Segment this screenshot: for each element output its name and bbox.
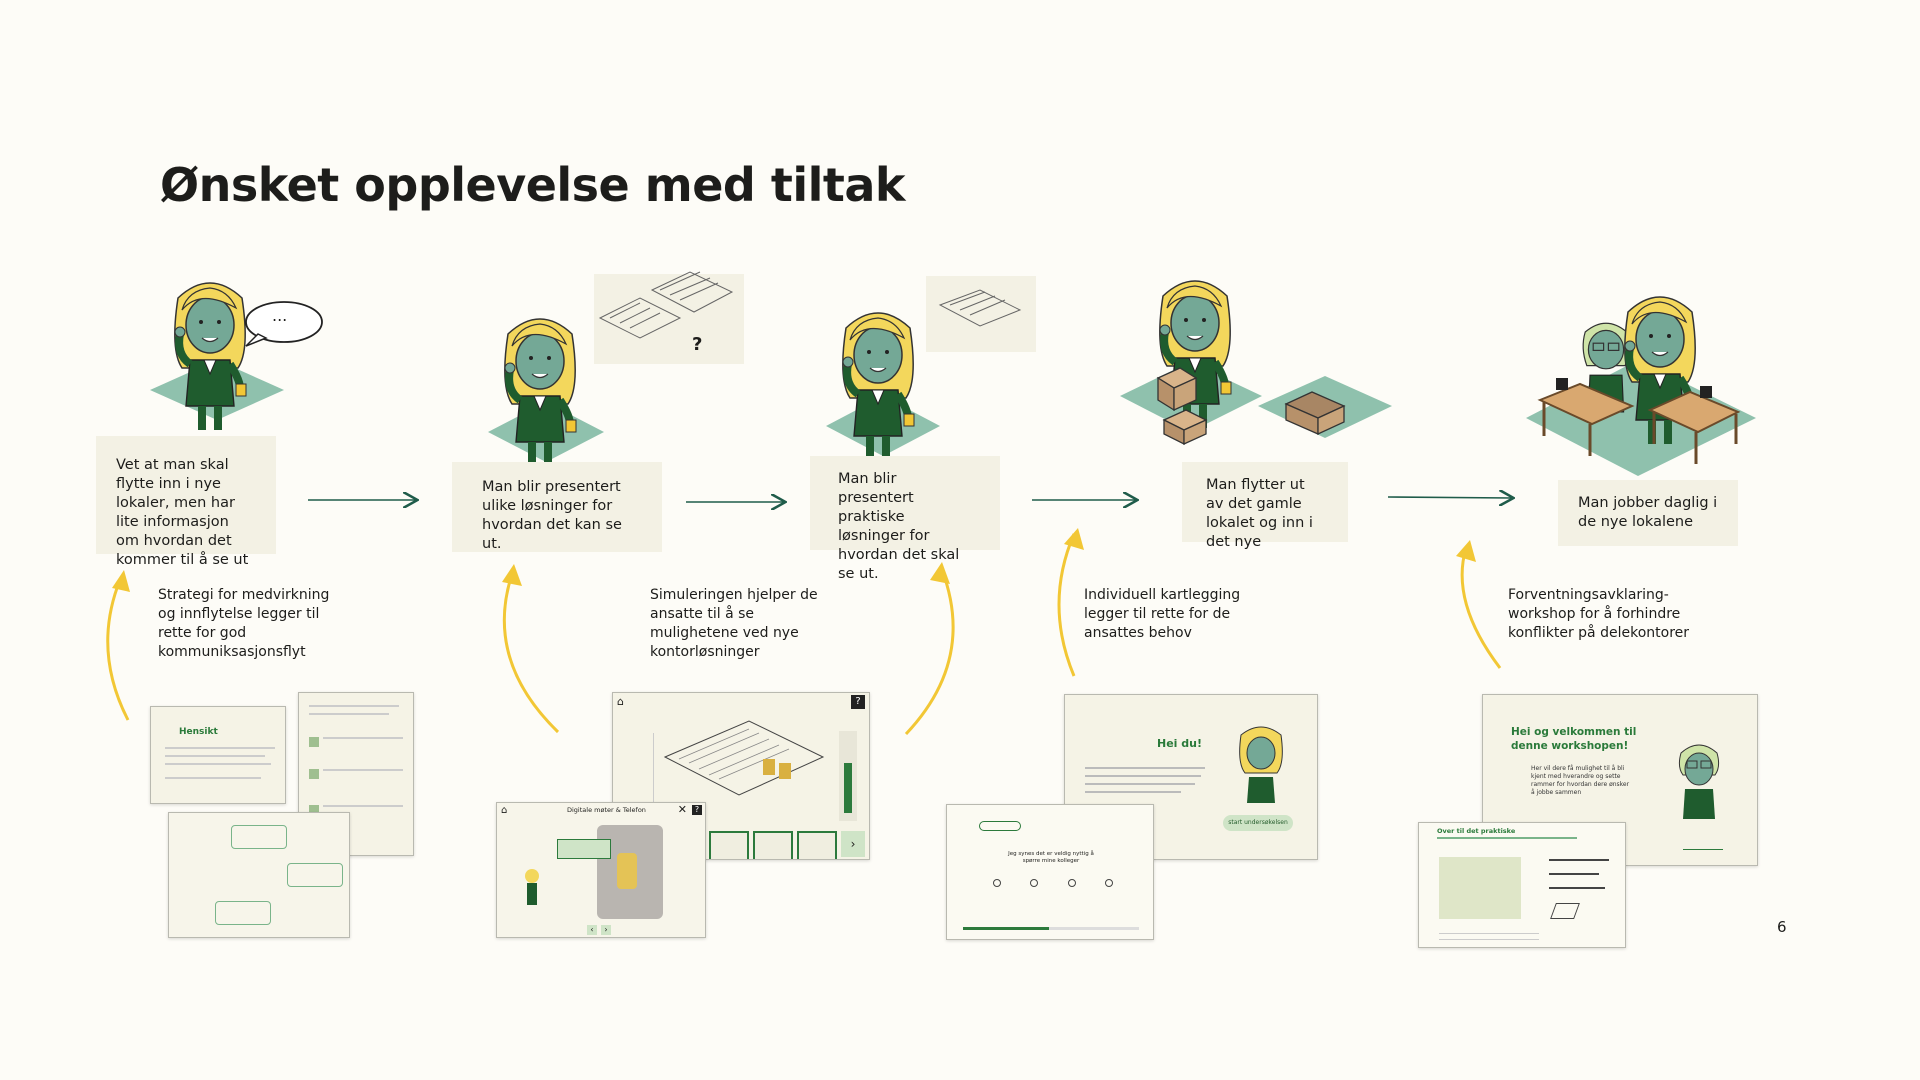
close-icon[interactable]: ✕ [677, 803, 687, 816]
survey-screen-1: Hei du! start undersøkelsen [1064, 694, 1318, 860]
stage-1-text: Vet at man skal flytte inn i nye lokaler… [116, 457, 249, 568]
workshop-screen-2: Over til det praktiske [1418, 822, 1626, 948]
workshop-title: Hei og velkommen til denne workshopen! [1511, 726, 1637, 752]
stage-5-text: Man jobber daglig i de nye lokalene [1578, 495, 1718, 530]
stage-5-box: Man jobber daglig i de nye lokalene [1558, 480, 1738, 546]
strategy-logo: Hensikt [179, 727, 218, 737]
stage-2-text: Man blir presentert ulike løsninger for … [482, 479, 622, 552]
survey-screen-2: Jeg synes det er veldig nyttig å spørre … [946, 804, 1154, 940]
page-title: Ønsket opplevelse med tiltak [160, 158, 905, 212]
measure-2-note: Simuleringen hjelper de ansatte til å se… [650, 587, 818, 660]
stage-4-box: Man flytter ut av det gamle lokalet og i… [1182, 462, 1348, 550]
help-icon[interactable]: ? [692, 805, 702, 815]
survey-greeting: Hei du! [1157, 737, 1202, 750]
simulation-screen-1: ⌂ ? › [612, 692, 870, 860]
strategy-doc-page-1: Hensikt [150, 706, 286, 804]
home-icon[interactable]: ⌂ [617, 695, 624, 708]
simulation-screen-2: ⌂ Digitale møter & Telefon ✕ ? ‹ › [496, 802, 706, 938]
stage-3-text: Man blir presentert praktiske løsninger … [838, 471, 960, 582]
stage-2-box: Man blir presentert ulike løsninger for … [452, 462, 662, 552]
survey-start-button[interactable]: start undersøkelsen [1223, 815, 1293, 831]
home-icon[interactable]: ⌂ [501, 805, 508, 816]
speech-bubble-text: ... [272, 306, 288, 325]
workshop-practical: Over til det praktiske [1437, 827, 1516, 835]
page-number: 6 [1777, 918, 1787, 936]
stage-3-box: Man blir presentert praktiske løsninger … [810, 456, 1000, 582]
floorplan-sketch [663, 720, 825, 796]
survey-question: Jeg synes det er veldig nyttig å spørre … [1008, 851, 1094, 864]
speech-bubble [245, 301, 323, 343]
measure-1-note: Strategi for medvirkning og innflytelse … [158, 587, 330, 660]
help-icon[interactable]: ? [851, 695, 865, 709]
stage-1-box: Vet at man skal flytte inn i nye lokaler… [96, 436, 276, 568]
workshop-body: Her vil dere få mulighet til å bli kjent… [1531, 765, 1630, 796]
strategy-doc-page-3 [168, 812, 350, 938]
yellow-arrows [106, 533, 1502, 736]
flow-arrows [308, 497, 1512, 502]
simulation-header: Digitale møter & Telefon [567, 806, 646, 814]
arrow-left-icon[interactable]: ‹ [587, 925, 597, 935]
question-mark: ? [692, 334, 703, 355]
measure-3-note: Individuell kartlegging legger til rette… [1084, 587, 1241, 641]
arrow-right-icon[interactable]: › [601, 925, 611, 935]
arrow-right-icon[interactable]: › [841, 831, 865, 857]
stage-4-text: Man flytter ut av det gamle lokalet og i… [1206, 477, 1313, 550]
measure-4-note: Forventningsavklaring-workshop for å for… [1508, 587, 1690, 641]
